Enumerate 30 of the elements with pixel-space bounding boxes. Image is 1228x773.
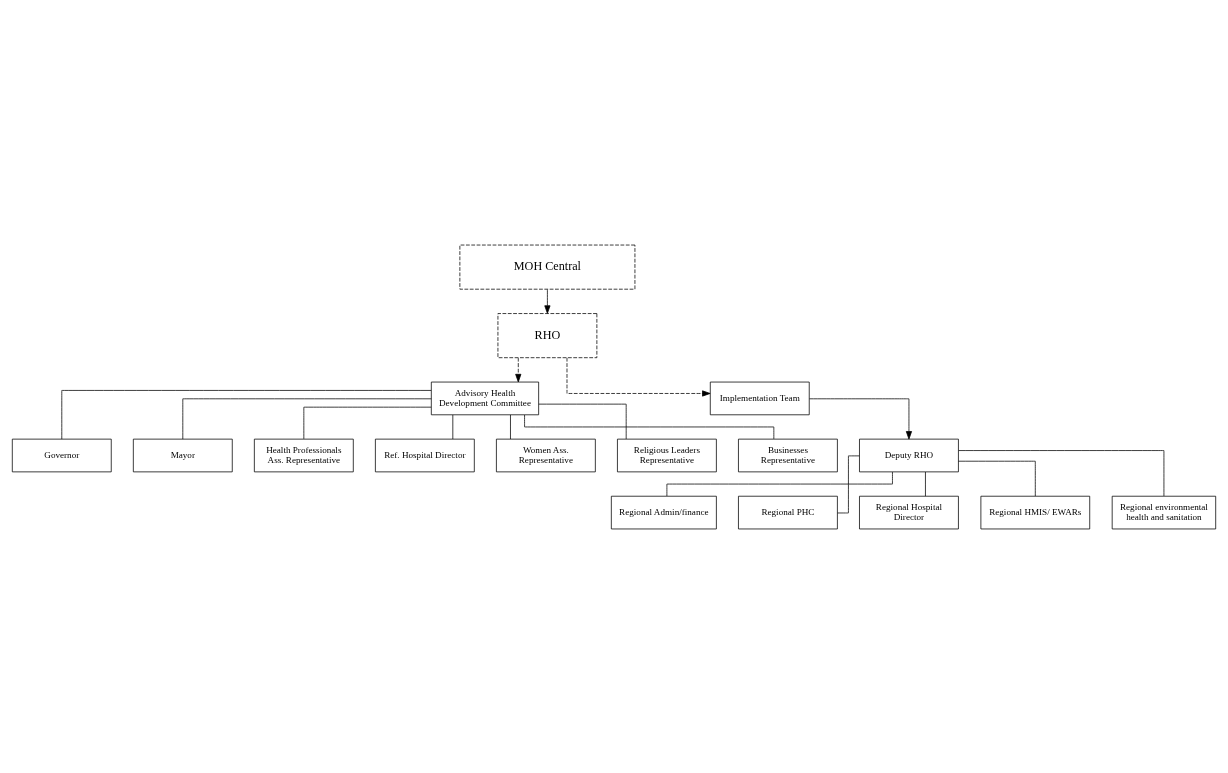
node-box: Ref. Hospital Director [375, 438, 475, 472]
node-box: Mayor [132, 438, 233, 472]
node-box: Women Ass. Representative [496, 438, 596, 472]
node-box: Deputy RHO [859, 438, 959, 472]
node-box: Businesses Representative [738, 438, 838, 472]
arrow [544, 288, 551, 314]
node-box: Regional environmental health and sanitation [1111, 495, 1217, 529]
arrow [566, 356, 711, 396]
connector [510, 414, 511, 439]
connector [452, 414, 454, 439]
connector [925, 471, 926, 496]
node-box: Regional Admin/finance [610, 495, 717, 529]
connector [61, 389, 432, 439]
node-box: Religious Leaders Representative [617, 438, 717, 472]
node-box: Regional Hospital Director [859, 495, 959, 529]
connector [837, 455, 860, 513]
connector [538, 403, 627, 439]
node-box: Health Professionals Ass. Representative [253, 438, 354, 472]
connector [958, 460, 1036, 496]
node-box: Governor [11, 438, 112, 472]
node-box: Regional HMIS/ EWARs [980, 495, 1091, 529]
connector [958, 449, 1165, 496]
arrow [809, 397, 912, 439]
node-box: Implementation Team [709, 381, 810, 415]
node-box: Advisory Health Development Committee [430, 381, 540, 415]
node-box: RHO [497, 312, 598, 358]
node-box: MOH Central [459, 244, 636, 290]
connector [182, 397, 432, 439]
node-box: Regional PHC [738, 495, 838, 529]
arrow [515, 357, 522, 382]
